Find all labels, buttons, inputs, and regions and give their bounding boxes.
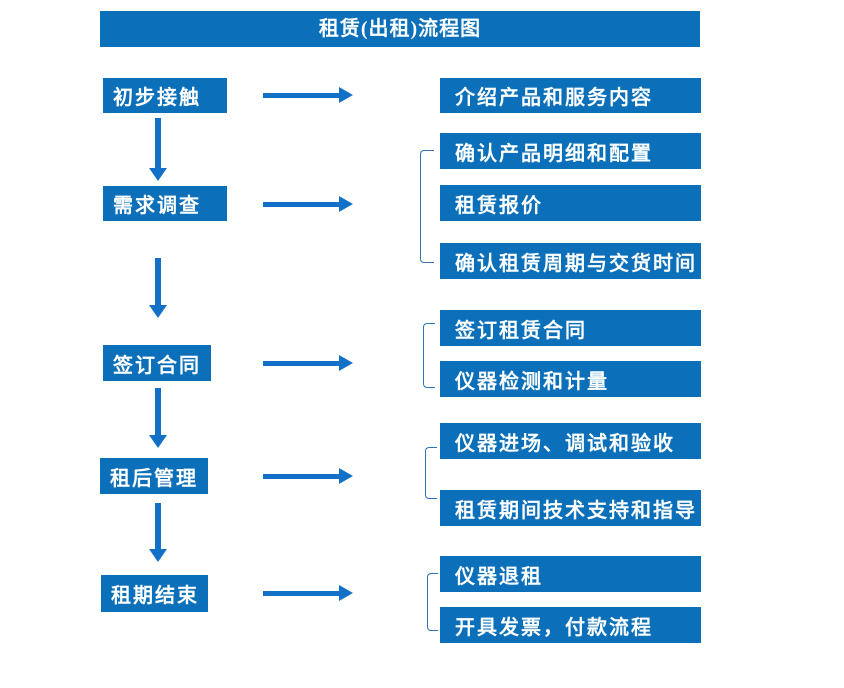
- detail-box-instrument-return: 仪器退租: [440, 556, 701, 592]
- stage-box-rental-end: 租期结束: [101, 575, 208, 612]
- detail-box-rental-quote: 租赁报价: [440, 185, 701, 221]
- detail-box-confirm-period-delivery: 确认租赁周期与交货时间: [440, 243, 701, 279]
- stage-box-initial-contact: 初步接触: [103, 78, 227, 113]
- arrow-down-icon: [149, 118, 167, 181]
- detail-box-introduce-products: 介绍产品和服务内容: [440, 78, 701, 113]
- arrow-right-icon: [263, 196, 353, 212]
- arrow-down-icon: [149, 388, 167, 448]
- arrow-right-icon: [263, 355, 353, 371]
- arrow-down-icon: [149, 503, 167, 562]
- arrow-right-icon: [263, 585, 353, 601]
- group-bracket: [420, 150, 434, 263]
- stage-box-sign-contract: 签订合同: [103, 345, 211, 381]
- arrow-down-icon: [149, 258, 167, 318]
- arrow-right-icon: [263, 87, 353, 103]
- detail-box-instrument-testing: 仪器检测和计量: [440, 361, 701, 397]
- arrow-right-icon: [263, 468, 353, 484]
- stage-box-demand-survey: 需求调查: [103, 186, 227, 221]
- detail-box-confirm-product-details: 确认产品明细和配置: [440, 133, 701, 169]
- page-title: 租赁(出租)流程图: [100, 11, 700, 47]
- detail-box-instrument-setup-acceptance: 仪器进场、调试和验收: [440, 423, 701, 459]
- group-bracket: [425, 447, 437, 499]
- group-bracket: [423, 323, 435, 388]
- group-bracket: [427, 573, 438, 631]
- detail-box-sign-rental-contract: 签订租赁合同: [440, 310, 701, 346]
- stage-box-post-rental-management: 租后管理: [100, 458, 208, 494]
- detail-box-technical-support: 租赁期间技术支持和指导: [440, 490, 701, 526]
- detail-box-invoice-payment: 开具发票，付款流程: [440, 607, 701, 643]
